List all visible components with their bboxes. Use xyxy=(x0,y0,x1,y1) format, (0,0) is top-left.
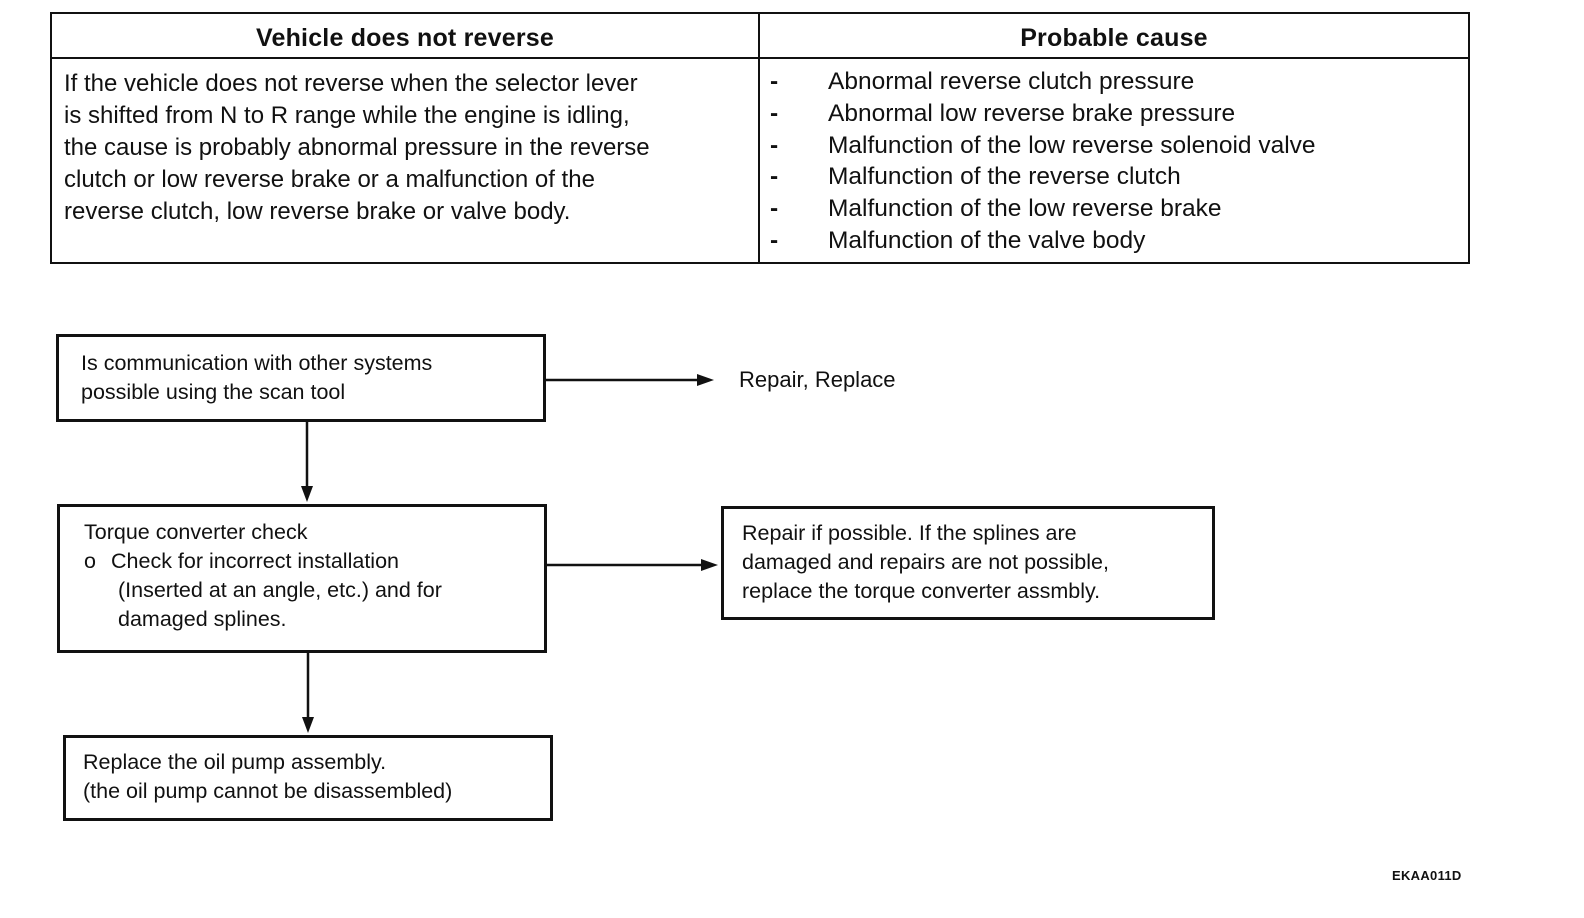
check-marker: o xyxy=(84,549,96,573)
flow-result-repair-replace: Repair, Replace xyxy=(739,367,896,392)
check-text: Check for incorrect installation xyxy=(111,549,399,573)
flow-step-communication-check: Is communication with other systems poss… xyxy=(56,334,546,422)
symptom-description: If the vehicle does not reverse when the… xyxy=(64,68,744,228)
symptom-line: reverse clutch, low reverse brake or val… xyxy=(64,198,571,225)
cause-text: Abnormal low reverse brake pressure xyxy=(828,99,1236,127)
check-detail-line: (Inserted at an angle, etc.) and for xyxy=(118,578,442,602)
cause-text: Malfunction of the valve body xyxy=(828,226,1146,254)
cause-bullet: - xyxy=(770,226,779,254)
flow-step-text: (the oil pump cannot be disassembled) xyxy=(83,779,453,803)
cause-text: Malfunction of the low reverse solenoid … xyxy=(828,131,1316,159)
table-column-divider xyxy=(758,14,760,262)
flow-step-text: damaged and repairs are not possible, xyxy=(742,550,1109,574)
flow-step-torque-converter-check: Torque converter check o Check for incor… xyxy=(57,504,547,653)
arrowhead-right-icon xyxy=(701,559,718,571)
diagnostic-table: Vehicle does not reverse Probable cause … xyxy=(50,12,1470,264)
arrowhead-down-icon xyxy=(301,486,313,502)
arrowhead-right-icon xyxy=(697,374,714,386)
cause-item: - Malfunction of the valve body xyxy=(768,225,1458,257)
cause-item: - Abnormal reverse clutch pressure xyxy=(768,66,1458,98)
cause-text: Abnormal reverse clutch pressure xyxy=(828,68,1195,95)
symptom-line: clutch or low reverse brake or a malfunc… xyxy=(64,166,595,193)
probable-cause-list: - Abnormal reverse clutch pressure - Abn… xyxy=(768,66,1458,257)
flow-step-text: possible using the scan tool xyxy=(81,380,346,404)
cause-bullet: - xyxy=(770,99,779,127)
check-detail-line: damaged splines. xyxy=(118,607,287,631)
cause-text: Malfunction of the low reverse brake xyxy=(828,195,1222,223)
cause-bullet: - xyxy=(770,163,779,191)
symptom-line: If the vehicle does not reverse when the… xyxy=(64,70,638,97)
table-header-divider xyxy=(52,57,1468,59)
cause-item: - Malfunction of the reverse clutch xyxy=(768,161,1458,193)
diagram-code: EKAA011D xyxy=(1392,868,1462,883)
cause-bullet: - xyxy=(770,195,779,223)
symptom-line: the cause is probably abnormal pressure … xyxy=(64,134,650,161)
cause-bullet: - xyxy=(770,68,779,95)
flow-step-replace-oil-pump: Replace the oil pump assembly. (the oil … xyxy=(63,735,553,821)
cause-bullet: - xyxy=(770,131,779,159)
flow-step-text: Replace the oil pump assembly. xyxy=(83,750,387,774)
symptom-line: is shifted from N to R range while the e… xyxy=(64,102,630,129)
arrowhead-down-icon xyxy=(302,717,314,733)
cause-item: - Malfunction of the low reverse brake xyxy=(768,193,1458,225)
flow-step-text: Repair if possible. If the splines are xyxy=(742,521,1077,545)
flow-step-text: Is communication with other systems xyxy=(81,351,433,375)
cause-item: - Abnormal low reverse brake pressure xyxy=(768,98,1458,130)
symptom-header: Vehicle does not reverse xyxy=(255,24,554,52)
check-item: o Check for incorrect installation xyxy=(84,547,544,576)
cause-item: - Malfunction of the low reverse solenoi… xyxy=(768,130,1458,162)
cause-text: Malfunction of the reverse clutch xyxy=(828,163,1181,191)
flow-result-repair-splines: Repair if possible. If the splines are d… xyxy=(721,506,1215,620)
flow-step-title: Torque converter check xyxy=(84,520,308,544)
cause-header: Probable cause xyxy=(1020,24,1208,52)
flow-step-text: replace the torque converter assmbly. xyxy=(742,579,1101,603)
